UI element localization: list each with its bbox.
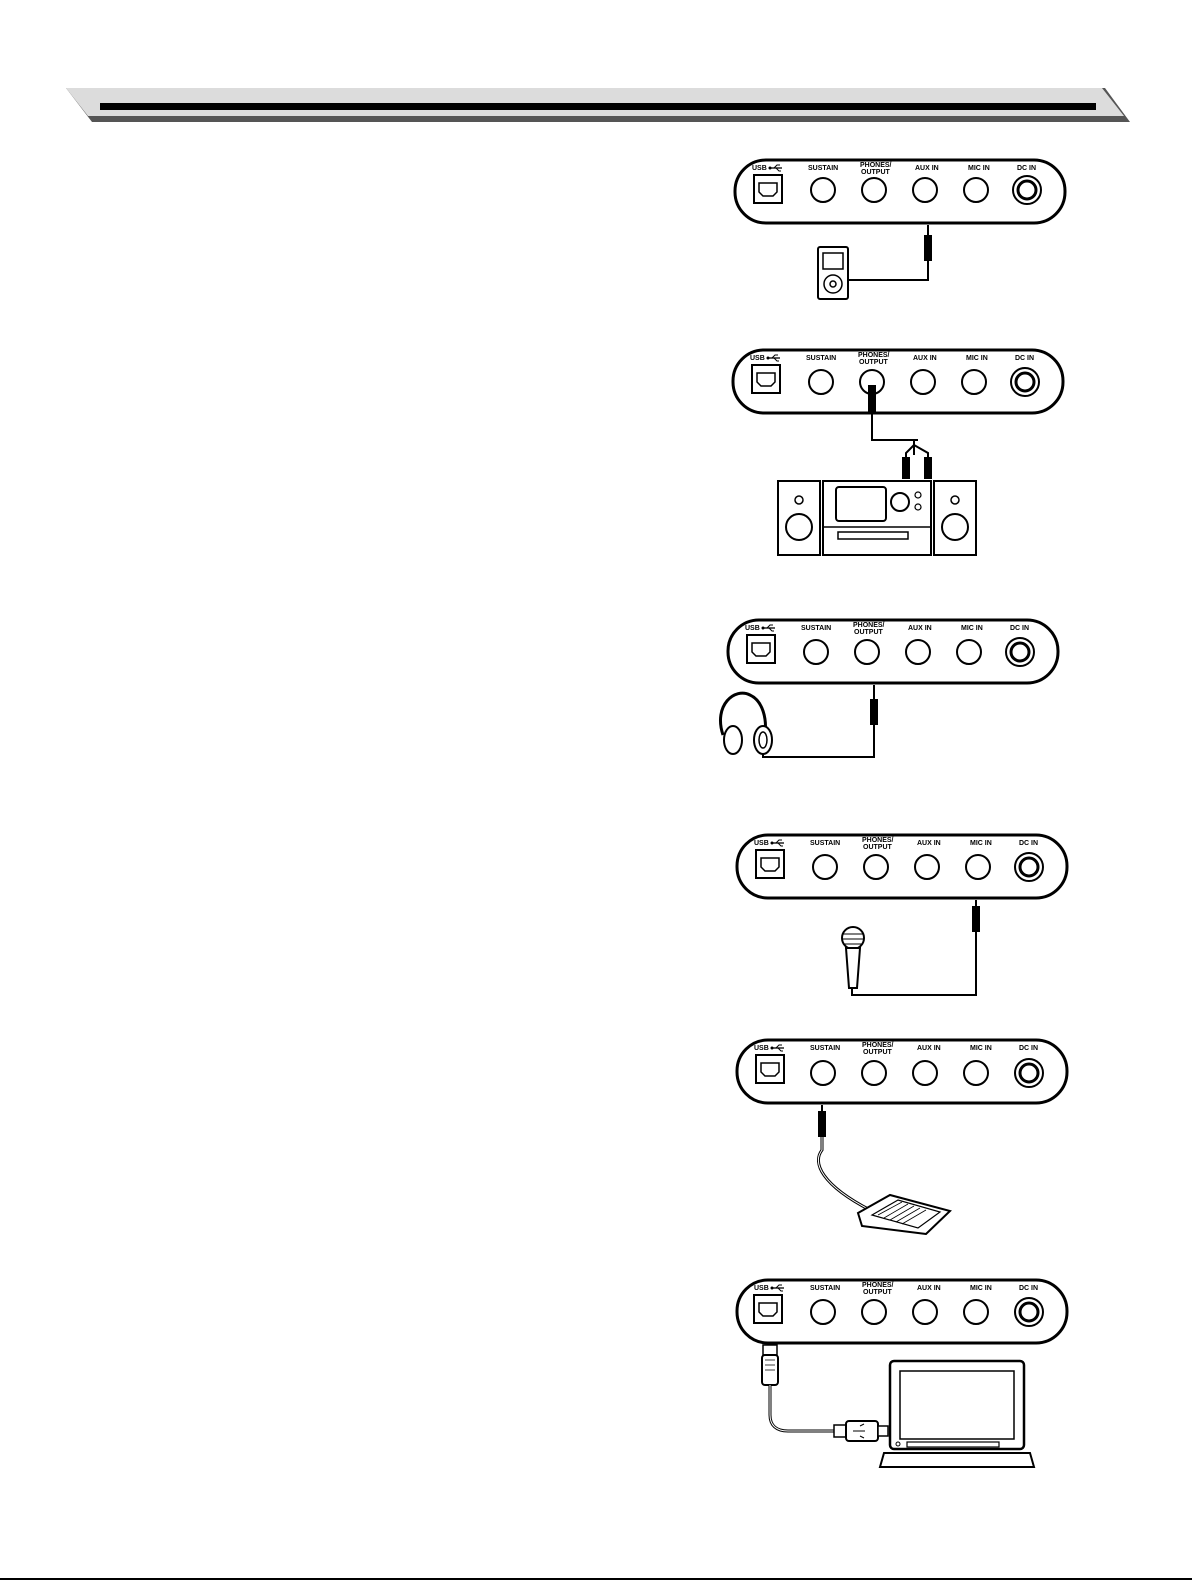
jack-label: OUTPUT: [863, 844, 893, 851]
jack-label: MIC IN: [961, 625, 983, 632]
jack-label: MIC IN: [970, 1285, 992, 1292]
page-footer-rule: [0, 1578, 1192, 1580]
diagram-microphone: USB SUSTAIN PHONES/ OUTPUT AUX IN MIC IN…: [732, 830, 1072, 1000]
headphones-icon: [720, 693, 772, 754]
y-cable: [868, 385, 932, 479]
jack-panel: USB SUSTAIN PHONES/ OUTPUT AUX IN MIC IN…: [737, 1040, 1067, 1103]
jack-label: DC IN: [1010, 625, 1029, 632]
jack-label: OUTPUT: [859, 359, 889, 366]
jack-label: MIC IN: [970, 840, 992, 847]
jack-label: AUX IN: [915, 165, 939, 172]
section-header-bar: [0, 0, 1192, 130]
mp3-player-icon: [818, 247, 848, 299]
plug-cable: [818, 1105, 870, 1210]
jack-label: DC IN: [1015, 355, 1034, 362]
laptop-icon: [880, 1361, 1034, 1467]
diagram-stereo-output: USB SUSTAIN PHONES/ OUTPUT AUX IN MIC IN…: [728, 345, 1068, 560]
jack-label: SUSTAIN: [806, 355, 836, 362]
jack-label: USB: [750, 355, 765, 362]
plug-cable: [852, 900, 980, 995]
jack-label: AUX IN: [917, 1285, 941, 1292]
jack-label: PHONES/: [862, 1282, 894, 1289]
usb-port: [756, 850, 784, 878]
jack-label: MIC IN: [966, 355, 988, 362]
jack-label: OUTPUT: [863, 1289, 893, 1296]
jack-panel: USB SUSTAIN PHONES/ OUTPUT AUX IN MIC IN…: [737, 835, 1067, 898]
usb-cable: [762, 1345, 888, 1441]
usb-port: [754, 1295, 782, 1323]
usb-icon: [771, 840, 785, 846]
jack-label: USB: [754, 840, 769, 847]
jack-label: USB: [745, 625, 760, 632]
usb-port: [747, 635, 775, 663]
jack-label: OUTPUT: [863, 1049, 893, 1056]
jack-label: PHONES/: [853, 622, 885, 629]
jack-label: OUTPUT: [854, 629, 884, 636]
mic-jack: [964, 178, 988, 202]
jack-panel: USB SUSTAIN PHONES/ OUTPUT AUX IN MIC IN…: [737, 1280, 1067, 1343]
usb-icon: [767, 355, 781, 361]
jack-label: AUX IN: [913, 355, 937, 362]
jack-label: USB: [754, 1285, 769, 1292]
usb-icon: [771, 1285, 785, 1291]
jack-label: SUSTAIN: [808, 165, 838, 172]
plug-cable: [763, 685, 878, 757]
jack-label: AUX IN: [917, 1045, 941, 1052]
usb-label: USB: [752, 165, 767, 172]
usb-icon: [762, 625, 776, 631]
aux-jack: [913, 178, 937, 202]
jack-label: DC IN: [1019, 840, 1038, 847]
diagram-headphones: USB SUSTAIN PHONES/ OUTPUT AUX IN MIC IN…: [695, 615, 1065, 775]
jack-label: MIC IN: [968, 165, 990, 172]
jack-panel: USB SUSTAIN PHONES/ OUTPUT AUX IN MIC IN…: [735, 160, 1065, 223]
jack-label: SUSTAIN: [801, 625, 831, 632]
jack-label: SUSTAIN: [810, 840, 840, 847]
jack-label: PHONES/: [860, 162, 892, 169]
sustain-jack: [811, 178, 835, 202]
microphone-icon: [842, 927, 864, 988]
usb-icon: [771, 1045, 785, 1051]
jack-label: USB: [754, 1045, 769, 1052]
sustain-pedal-icon: [858, 1195, 950, 1234]
jack-label: OUTPUT: [861, 169, 891, 176]
diagram-sustain-pedal: USB SUSTAIN PHONES/ OUTPUT AUX IN MIC IN…: [732, 1035, 1072, 1235]
jack-label: SUSTAIN: [810, 1285, 840, 1292]
jack-panel: USB SUSTAIN PHONES/ OUTPUT AUX IN MIC IN…: [733, 350, 1063, 413]
stereo-system-icon: [778, 481, 976, 555]
jack-label: SUSTAIN: [810, 1045, 840, 1052]
phones-jack: [862, 178, 886, 202]
jack-label: PHONES/: [862, 837, 894, 844]
diagram-mp3-aux: USB SUSTAIN PHONES/ OUTPUT AUX IN MIC IN…: [730, 155, 1070, 305]
jack-label: PHONES/: [862, 1042, 894, 1049]
jack-label: MIC IN: [970, 1045, 992, 1052]
jack-label: DC IN: [1019, 1045, 1038, 1052]
usb-port: [756, 1055, 784, 1083]
jack-label: AUX IN: [908, 625, 932, 632]
usb-port: [752, 365, 780, 393]
usb-icon: [769, 165, 783, 171]
diagram-usb-laptop: USB SUSTAIN PHONES/ OUTPUT AUX IN MIC IN…: [732, 1275, 1072, 1470]
jack-label: DC IN: [1019, 1285, 1038, 1292]
jack-label: PHONES/: [858, 352, 890, 359]
jack-label: DC IN: [1017, 165, 1036, 172]
usb-port: [754, 175, 782, 203]
jack-label: AUX IN: [917, 840, 941, 847]
jack-panel: USB SUSTAIN PHONES/ OUTPUT AUX IN MIC IN…: [728, 620, 1058, 683]
plug-cable: [840, 225, 932, 280]
